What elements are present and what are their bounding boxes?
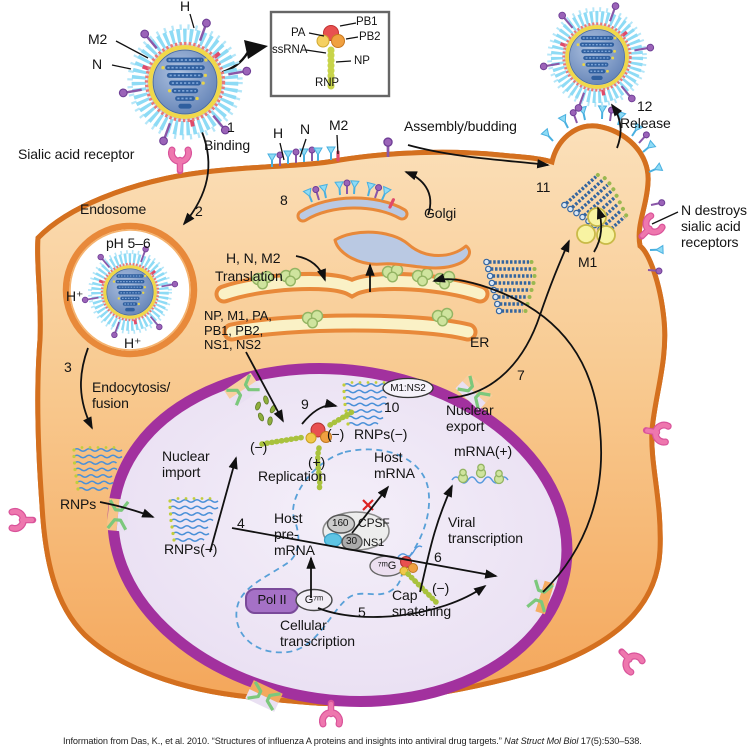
virion-label-lines [111,13,679,225]
nuclear-pore-complexes [106,372,555,712]
virion-extracellular [119,18,251,146]
caption-ref: 17(5):530–538. [578,736,642,746]
viral-proteins-cluster [255,395,277,426]
pol-ii [245,588,299,614]
m7g-cap-snatched [369,545,439,605]
g7m-cap [295,588,333,612]
cpsf-ns1-complex [322,511,390,551]
caption: Information from Das, K., et al. 2010. “… [63,736,749,746]
viral-mrna-ribosomes [451,463,509,485]
virion-released [540,2,654,112]
golgi-apparatus [296,196,471,270]
caption-journal: Nat Struct Mol Biol [504,736,579,746]
m1-ns2-oval [382,377,434,399]
caption-text: Information from Das, K., et al. 2010. “… [63,736,505,746]
rnp-inset [269,10,391,98]
pathway-arrows [80,103,623,618]
replication-complex [259,409,355,493]
